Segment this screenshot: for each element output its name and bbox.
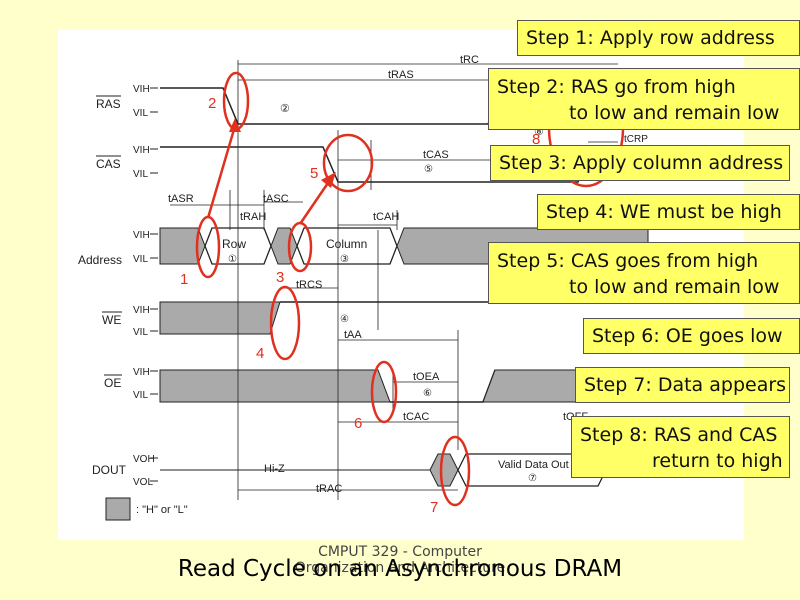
we-label: WE	[102, 313, 121, 327]
toea-label: tOEA	[413, 371, 440, 383]
slide-title: Read Cycle on an Asynchronous DRAM	[177, 556, 623, 582]
valid-data-label: Valid Data Out	[498, 459, 569, 471]
trc-label: tRC	[460, 54, 479, 66]
step-6-text: Step 6: OE goes low	[592, 325, 783, 347]
oe-vih: VIH	[133, 367, 150, 378]
tcac-label: tCAC	[403, 411, 429, 423]
marker-5: 5	[310, 165, 318, 182]
dout-label: DOUT	[92, 463, 127, 477]
cas-vih: VIH	[133, 145, 150, 156]
address-dont-care-1	[159, 227, 206, 265]
address-dont-care-2	[270, 227, 298, 265]
dout-vol: VOL	[133, 477, 153, 488]
step-4-text: Step 4: WE must be high	[546, 201, 782, 223]
cas-vil: VIL	[133, 169, 148, 180]
tcas-label: tCAS	[423, 149, 449, 161]
address-label: Address	[78, 253, 122, 267]
ras-label: RAS	[96, 97, 121, 111]
legend-swatch	[105, 497, 131, 521]
tcrp-label: tCRP	[624, 134, 648, 145]
trac-label: tRAC	[316, 483, 342, 495]
tcah-label: tCAH	[373, 211, 399, 223]
circled-3: ③	[340, 254, 349, 265]
step-7-callout: Step 7: Data appears	[575, 367, 790, 403]
hiz-label: Hi-Z	[264, 463, 285, 475]
trcs-label: tRCS	[296, 279, 322, 291]
step-5-callout: Step 5: CAS goes from high to low and re…	[488, 242, 800, 304]
step-4-callout: Step 4: WE must be high	[537, 194, 800, 230]
circled-8: ⑧	[534, 126, 544, 138]
addr-vil: VIL	[133, 254, 148, 265]
step-3-callout: Step 3: Apply column address	[490, 145, 790, 181]
annotation-ellipse-5	[322, 133, 374, 193]
trah-label: tRAH	[240, 211, 266, 223]
tasc-label: tASC	[263, 193, 289, 205]
step-2-line2: to low and remain low	[569, 102, 780, 124]
row-label: Row	[222, 237, 246, 251]
oe-vil: VIL	[133, 390, 148, 401]
marker-3: 3	[276, 269, 284, 286]
step-3-text: Step 3: Apply column address	[499, 152, 784, 174]
circled-2: ②	[280, 103, 290, 115]
circled-5: ⑤	[424, 164, 433, 175]
circled-4: ④	[340, 314, 349, 325]
taa-label: tAA	[344, 329, 362, 341]
circled-6: ⑥	[423, 388, 432, 399]
tasr-label: tASR	[168, 193, 194, 205]
legend-text: : "H" or "L"	[136, 504, 188, 516]
step-7-text: Step 7: Data appears	[584, 374, 787, 396]
ras-vil: VIL	[133, 108, 148, 119]
step-2-line1: Step 2: RAS go from high	[497, 76, 736, 98]
annotation-ellipse-7	[439, 435, 471, 507]
we-vil: VIL	[133, 327, 148, 338]
circled-7: ⑦	[528, 473, 537, 484]
oe-label: OE	[104, 376, 121, 390]
circled-1: ①	[228, 254, 237, 265]
marker-7: 7	[430, 499, 438, 516]
dout-dont-care	[429, 453, 459, 487]
dout-voh: VOH	[133, 454, 155, 465]
step-1-text: Step 1: Apply row address	[526, 27, 775, 49]
footer-course: CMPUT 329 - Computer Organization and Ar…	[280, 544, 520, 576]
marker-4: 4	[256, 345, 264, 362]
step-5-line1: Step 5: CAS goes from high	[497, 250, 759, 272]
we-vih: VIH	[133, 305, 150, 316]
step-8-line2: return to high	[652, 450, 783, 472]
step-8-line1: Step 8: RAS and CAS	[580, 424, 778, 446]
timing-diagram: RAS CAS Address WE OE DOUT VIH VIL VIH V…	[78, 54, 649, 521]
ras-vih: VIH	[133, 84, 150, 95]
marker-6: 6	[354, 415, 362, 432]
cas-label: CAS	[96, 157, 121, 171]
step-2-callout: Step 2: RAS go from high to low and rema…	[488, 68, 800, 130]
marker-1: 1	[180, 271, 188, 288]
marker-2: 2	[208, 95, 216, 112]
step-8-callout: Step 8: RAS and CAS return to high	[571, 416, 790, 478]
step-6-callout: Step 6: OE goes low	[583, 318, 800, 354]
footer-line-1: CMPUT 329 - Computer	[318, 544, 482, 560]
step-5-line2: to low and remain low	[569, 276, 780, 298]
step-1-callout: Step 1: Apply row address	[517, 20, 800, 56]
annotation-ellipse-6	[370, 360, 398, 424]
addr-vih: VIH	[133, 230, 150, 241]
oe-waveform	[390, 369, 496, 403]
annotation-ellipse-4	[269, 285, 301, 361]
column-label: Column	[326, 237, 367, 251]
oe-dont-care	[159, 369, 391, 403]
marker-8: 8	[532, 131, 540, 148]
we-dont-care	[159, 301, 281, 335]
footer-line-2: Organization and Architecture	[294, 560, 506, 576]
tras-label: tRAS	[388, 69, 414, 81]
